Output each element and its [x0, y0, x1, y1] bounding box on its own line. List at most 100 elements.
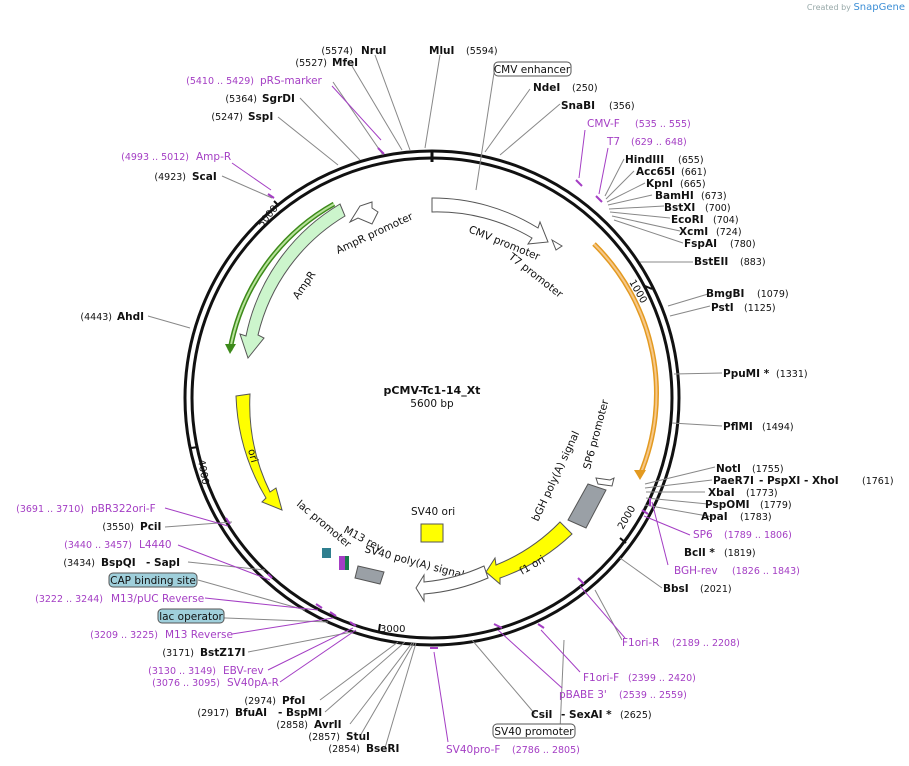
enzyme-bstz17i[interactable]: BstZ17I: [200, 647, 245, 659]
primer-sp6-range: (1789 .. 1806): [724, 530, 792, 541]
primer-sv40pa-r-range: (3076 .. 3095): [152, 678, 220, 689]
enzyme-pfoi[interactable]: PfoI: [282, 695, 305, 707]
enzyme-bmgbi[interactable]: BmgBI: [706, 288, 744, 300]
enzyme-avrii-pos: (2858): [276, 720, 308, 731]
sp6-promoter-arrow: [595, 477, 615, 487]
primer-bgh-rev[interactable]: BGH-rev: [674, 565, 718, 577]
enzyme-apai[interactable]: ApaI: [701, 511, 728, 523]
primer-m13-puc-rev-range: (3222 .. 3244): [35, 594, 103, 605]
enzyme-paer7i[interactable]: PaeR7I: [713, 475, 754, 487]
primer-amp-r[interactable]: Amp-R: [196, 151, 231, 163]
enzyme-nrui[interactable]: NruI: [361, 45, 386, 57]
primer-m13-reverse[interactable]: M13 Reverse: [165, 629, 233, 641]
primer-m13-puc-rev[interactable]: M13/pUC Reverse: [111, 593, 204, 605]
enzyme-xcmi[interactable]: XcmI: [679, 226, 708, 238]
enzyme-mfei[interactable]: MfeI: [332, 57, 358, 69]
enzyme-paer7i-extra[interactable]: - PspXI - XhoI: [759, 475, 839, 487]
primer-sv40pro-f-range: (2786 .. 2805): [512, 745, 580, 756]
primer-f1ori-f-range: (2399 .. 2420): [628, 673, 696, 684]
enzyme-noti-pos: (1755): [752, 464, 784, 475]
enzyme-snabi[interactable]: SnaBI: [561, 100, 595, 112]
enzyme-bspqi-extra[interactable]: - SapI: [146, 557, 180, 569]
enzyme-pcii[interactable]: PciI: [140, 521, 161, 533]
feature-sv40-promoter[interactable]: SV40 promoter: [494, 726, 574, 738]
primer-f1ori-r-range: (2189 .. 2208): [672, 638, 740, 649]
primer-f1ori-r[interactable]: F1ori-R: [622, 637, 659, 649]
primer-f1ori-f[interactable]: F1ori-F: [583, 672, 619, 684]
enzyme-bspqi-pos: (3434): [63, 558, 95, 569]
primer-amp-r-range: (4993 .. 5012): [121, 152, 189, 163]
enzyme-bseri-pos: (2854): [328, 744, 360, 755]
primer-pbr322ori-f[interactable]: pBR322ori-F: [91, 503, 156, 515]
enzyme-ppumi[interactable]: PpuMI *: [723, 368, 770, 380]
primer-sv40pro-f[interactable]: SV40pro-F: [446, 744, 500, 756]
enzyme-csii-pos: (2625): [620, 710, 652, 721]
enzyme-bfuai[interactable]: BfuAI: [235, 707, 267, 719]
enzyme-bcli-pos: (1819): [724, 548, 756, 559]
primer-sv40pa-r[interactable]: SV40pA-R: [227, 677, 279, 689]
bgh-polya-block: [567, 483, 607, 529]
enzyme-csii[interactable]: CsiI: [531, 709, 552, 721]
primer-cmv-f-range: (535 .. 555): [635, 119, 691, 130]
enzyme-sgrdi-pos: (5364): [225, 94, 257, 105]
lac-operator-box[interactable]: [157, 608, 225, 624]
enzyme-xbai[interactable]: XbaI: [708, 487, 735, 499]
enzyme-fspai[interactable]: FspAI: [684, 238, 717, 250]
sv40-promoter-box[interactable]: [492, 723, 576, 739]
primer-ebv-rev[interactable]: EBV-rev: [223, 665, 264, 677]
feature-cap-binding-site[interactable]: CAP binding site: [110, 575, 196, 587]
feature-lac-promoter: lac promoter: [294, 498, 354, 551]
primer-marks: [225, 147, 651, 649]
primer-l4440[interactable]: L4440: [139, 539, 172, 551]
enzyme-bamhi[interactable]: BamHI: [655, 190, 694, 202]
green-arc-inner: [229, 203, 335, 351]
enzyme-ppumi-pos: (1331): [776, 369, 808, 380]
enzyme-bsteii-pos: (883): [740, 257, 766, 268]
tick-marks: [190, 200, 653, 632]
enzyme-bspqi[interactable]: BspQI: [101, 557, 136, 569]
enzyme-bcli[interactable]: BclI *: [684, 547, 715, 559]
enzyme-stui-pos: (2857): [308, 732, 340, 743]
enzyme-noti[interactable]: NotI: [716, 463, 741, 475]
primer-prs-marker[interactable]: pRS-marker: [260, 75, 323, 87]
enzyme-bsteii[interactable]: BstEII: [694, 256, 728, 268]
primer-cmv-f[interactable]: CMV-F: [587, 118, 620, 130]
enzyme-ecori[interactable]: EcoRI: [671, 214, 704, 226]
enzyme-sgrdi[interactable]: SgrDI: [262, 93, 295, 105]
enzyme-acc65i[interactable]: Acc65I: [636, 166, 675, 178]
cap-binding-box[interactable]: [108, 572, 198, 588]
enzyme-stui[interactable]: StuI: [346, 731, 370, 743]
enzyme-bbsi[interactable]: BbsI: [663, 583, 689, 595]
primer-t7[interactable]: T7: [606, 136, 620, 148]
enzyme-snabi-pos: (356): [609, 101, 635, 112]
enzyme-scai-pos: (4923): [154, 172, 186, 183]
feature-cmv-enhancer[interactable]: CMV enhancer: [494, 64, 571, 76]
enzyme-csii-extra[interactable]: - SexAI *: [561, 709, 612, 721]
enzyme-bstxi[interactable]: BstXI: [664, 202, 695, 214]
primer-pbabe3[interactable]: pBABE 3': [559, 689, 607, 701]
enzyme-bfuai-extra[interactable]: - BspMI: [278, 707, 322, 719]
primer-l4440-range: (3440 .. 3457): [64, 540, 132, 551]
enzyme-pspomi[interactable]: PspOMI: [705, 499, 750, 511]
enzyme-pflmi[interactable]: PflMI: [723, 421, 753, 433]
credit-prefix: Created by: [806, 3, 851, 12]
enzyme-sspi[interactable]: SspI: [248, 111, 273, 123]
enzyme-mlui[interactable]: MluI: [429, 45, 454, 57]
primer-ebv-rev-range: (3130 .. 3149): [148, 666, 216, 677]
enzyme-scai[interactable]: ScaI: [192, 171, 217, 183]
enzyme-bstxi-pos: (700): [705, 203, 731, 214]
enzyme-bseri[interactable]: BseRI: [366, 743, 399, 755]
primer-sp6[interactable]: SP6: [693, 529, 713, 541]
credit-brand: SnapGene: [853, 2, 905, 13]
enzyme-kpni[interactable]: KpnI: [646, 178, 673, 190]
enzyme-hindiii[interactable]: HindIII: [625, 154, 664, 166]
enzyme-avrii[interactable]: AvrII: [314, 719, 342, 731]
enzyme-psti[interactable]: PstI: [711, 302, 734, 314]
enzyme-ndei[interactable]: NdeI: [533, 82, 560, 94]
feature-lac-operator[interactable]: lac operator: [159, 611, 223, 623]
cmv-enhancer-box[interactable]: [493, 61, 572, 77]
enzyme-ahdi[interactable]: AhdI: [117, 311, 144, 323]
plasmid-name: pCMV-Tc1-14_Xt: [384, 384, 481, 397]
enzyme-bamhi-pos: (673): [701, 191, 727, 202]
